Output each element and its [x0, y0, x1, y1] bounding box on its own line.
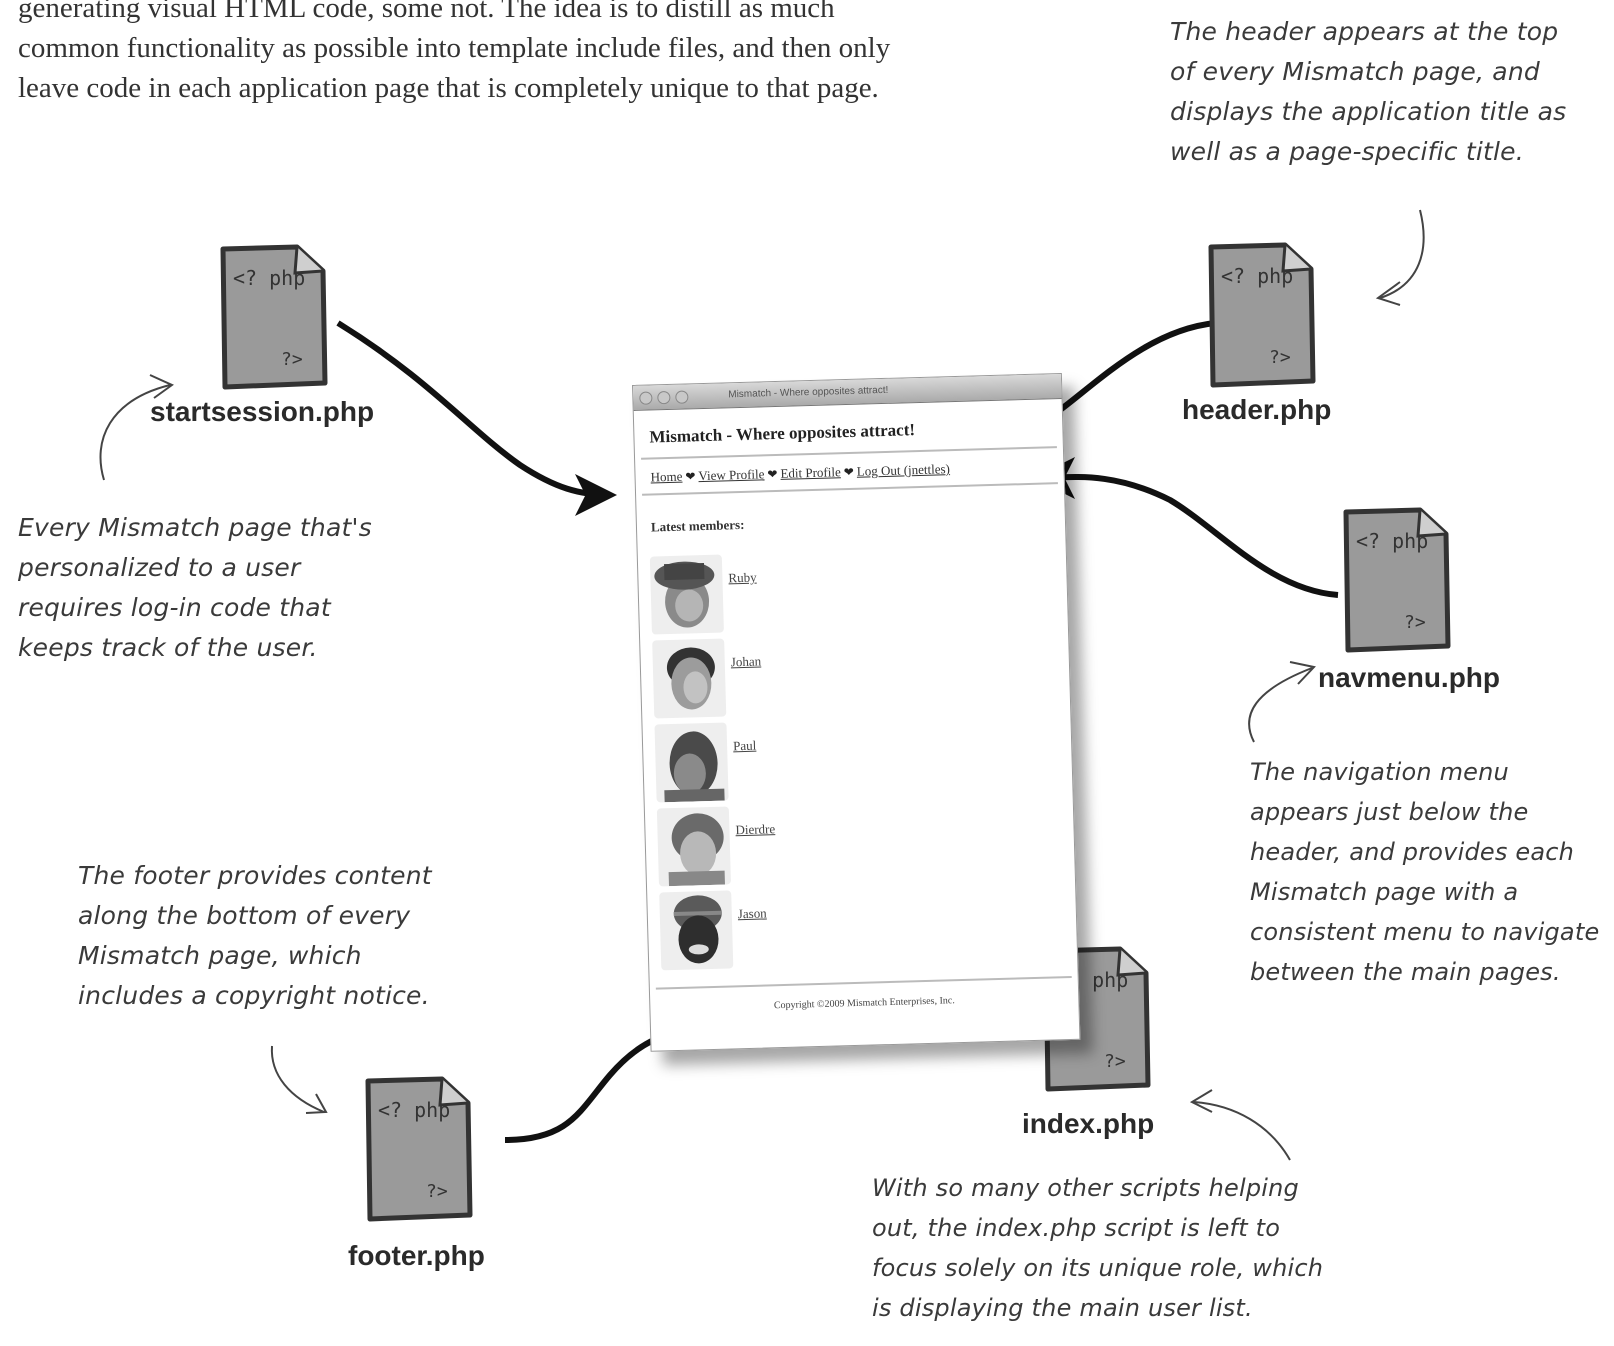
member-name-link[interactable]: Ruby: [728, 569, 757, 586]
nav-home-link[interactable]: Home: [650, 468, 683, 485]
intro-line: generating visual HTML code, some not. T…: [18, 0, 835, 24]
svg-text:<? php: <? php: [378, 1098, 450, 1122]
note-startsession: Every Mismatch page that's personalized …: [18, 508, 418, 668]
note-navmenu: The navigation menu appears just below t…: [1250, 752, 1614, 992]
member-photo[interactable]: [656, 806, 731, 887]
close-window-icon[interactable]: [639, 391, 653, 405]
note-line: well as a page-specific title.: [1170, 137, 1524, 166]
note-line: appears just below the: [1250, 798, 1529, 826]
note-line: personalized to a user: [18, 553, 301, 582]
heart-icon: ❤: [685, 469, 696, 484]
annotation-arrow-navmenu: [1248, 667, 1313, 743]
note-line: The footer provides content: [78, 861, 432, 890]
member-photo[interactable]: [649, 554, 724, 635]
zoom-window-icon[interactable]: [675, 390, 689, 404]
note-header: The header appears at the top of every M…: [1170, 12, 1610, 172]
svg-text:?>: ?>: [281, 349, 303, 370]
note-line: along the bottom of every: [78, 901, 411, 930]
note-line: Every Mismatch page that's: [18, 513, 372, 542]
nav-view-profile-link[interactable]: View Profile: [698, 466, 765, 484]
note-line: consistent menu to navigate: [1250, 918, 1600, 946]
note-line: With so many other scripts helping: [872, 1174, 1299, 1202]
member-row: Johan: [640, 626, 1070, 722]
note-line: The header appears at the top: [1170, 17, 1559, 46]
member-name-link[interactable]: Paul: [732, 737, 757, 754]
svg-text:?>: ?>: [426, 1181, 448, 1202]
svg-text:<? php: <? php: [1221, 264, 1293, 288]
member-row: Ruby: [638, 542, 1068, 638]
member-photo[interactable]: [654, 722, 729, 803]
header-file-icon: <? php ?>: [1203, 241, 1318, 391]
header-label: header.php: [1182, 394, 1332, 425]
member-photo[interactable]: [659, 890, 734, 971]
footer-label: footer.php: [348, 1240, 485, 1271]
svg-text:?>: ?>: [1104, 1051, 1126, 1072]
svg-text:<? php: <? php: [233, 266, 305, 290]
note-line: is displaying the main user list.: [872, 1294, 1253, 1322]
note-index: With so many other scripts helping out, …: [872, 1168, 1392, 1328]
member-row: Jason: [647, 878, 1077, 974]
note-line: includes a copyright notice.: [78, 981, 430, 1010]
note-line: keeps track of the user.: [18, 633, 318, 662]
annotation-arrow-index: [1193, 1101, 1291, 1161]
svg-text:?>: ?>: [1404, 612, 1426, 633]
svg-text:<? php: <? php: [1356, 529, 1428, 553]
member-photo[interactable]: [652, 638, 727, 719]
intro-paragraph: generating visual HTML code, some not. T…: [18, 0, 1078, 108]
note-line: focus solely on its unique role, which: [872, 1254, 1324, 1282]
member-name-link[interactable]: Johan: [730, 653, 762, 670]
member-row: Paul: [642, 710, 1072, 806]
nav-edit-profile-link[interactable]: Edit Profile: [780, 464, 841, 481]
note-line: Mismatch page with a: [1250, 878, 1519, 906]
note-line: between the main pages.: [1250, 958, 1561, 986]
window-title: Mismatch - Where opposites attract!: [728, 384, 889, 401]
annotation-arrow-header: [1379, 209, 1425, 299]
note-line: of every Mismatch page, and: [1170, 57, 1540, 86]
note-line: header, and provides each: [1250, 838, 1575, 866]
note-line: displays the application title as: [1170, 97, 1567, 126]
member-row: Dierdre: [645, 794, 1075, 890]
note-line: out, the index.php script is left to: [872, 1214, 1281, 1242]
heart-icon: ❤: [767, 466, 778, 482]
startsession-label: startsession.php: [150, 396, 375, 427]
intro-line: leave code in each application page that…: [18, 72, 879, 104]
nav-log-out-link[interactable]: Log Out (jnettles): [856, 461, 951, 479]
startsession-file-icon: <? php ?>: [215, 243, 330, 393]
footer-file-icon: <? php ?>: [360, 1075, 475, 1225]
browser-window: Mismatch - Where opposites attract! Mism…: [632, 372, 1081, 1052]
member-name-link[interactable]: Dierdre: [735, 821, 776, 838]
intro-line: common functionality as possible into te…: [18, 32, 891, 64]
svg-text:?>: ?>: [1269, 347, 1291, 368]
note-line: requires log-in code that: [18, 593, 331, 622]
arrow-navmenu: [1033, 456, 1339, 598]
member-name-link[interactable]: Jason: [737, 905, 767, 922]
annotation-arrow-footer: [270, 1045, 325, 1113]
heart-icon: ❤: [843, 464, 854, 480]
arrow-startsession: [336, 320, 617, 516]
index-label: index.php: [1022, 1108, 1155, 1139]
page-footer: Copyright ©2009 Mismatch Enterprises, In…: [655, 975, 1073, 1015]
note-footer: The footer provides content along the bo…: [78, 856, 538, 1016]
note-line: Mismatch page, which: [78, 941, 362, 970]
note-line: The navigation menu: [1250, 758, 1509, 786]
navmenu-label: navmenu.php: [1318, 662, 1501, 693]
minimize-window-icon[interactable]: [657, 390, 671, 405]
navmenu-file-icon: <? php ?>: [1338, 506, 1453, 656]
